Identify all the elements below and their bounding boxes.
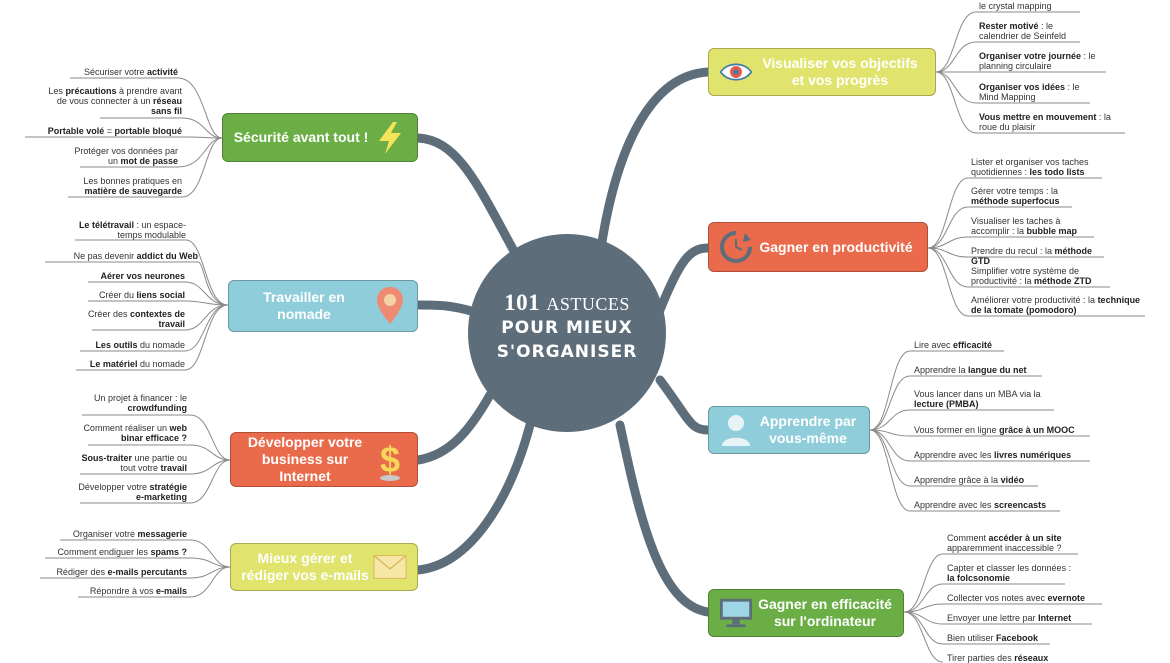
- leaf-productivite-2[interactable]: Gérer votre temps : la méthode superfocu…: [971, 186, 1060, 206]
- topic-nomade-label: Travailler en nomade: [263, 289, 345, 322]
- leaf-apprendre-6[interactable]: Apprendre grâce à la vidéo: [914, 475, 1025, 485]
- svg-text:$: $: [380, 439, 400, 480]
- leaf-objectifs-1[interactable]: le crystal mapping: [979, 1, 1052, 11]
- leaf-productivite-1[interactable]: Lister et organiser vos taches quotidien…: [971, 157, 1089, 177]
- leaf-productivite-3[interactable]: Visualiser les taches à accomplir : la b…: [971, 216, 1078, 236]
- topic-productivite-label: Gagner en productivité: [759, 238, 913, 255]
- leaf-business-4[interactable]: Développer votre stratégie e-marketing: [78, 482, 187, 502]
- leaf-objectifs-3[interactable]: Organiser votre journée : le planning ci…: [979, 51, 1096, 71]
- leaf-ordinateur-4[interactable]: Envoyer une lettre par Internet: [947, 613, 1072, 623]
- leaf-business-2[interactable]: Comment réaliser un web binar efficace ?: [83, 423, 187, 443]
- lightning-icon: [373, 121, 407, 155]
- leaf-objectifs-4[interactable]: Organiser vos idées : le Mind Mapping: [979, 82, 1080, 102]
- center-line3: S'ORGANISER: [496, 342, 638, 362]
- leaf-ordinateur-6[interactable]: Tirer parties des réseaux: [947, 653, 1049, 663]
- leaf-apprendre-2[interactable]: Apprendre la langue du net: [914, 365, 1027, 375]
- leaf-nomade-1[interactable]: Le télétravail : un espace-temps modulab…: [78, 220, 186, 240]
- topic-objectifs-label1: Visualiser vos objectifs: [762, 55, 918, 71]
- leaf-securite-3[interactable]: Portable volé = portable bloqué: [47, 126, 182, 136]
- topic-securite[interactable]: Sécurité avant tout !: [222, 113, 418, 162]
- leaf-nomade-4[interactable]: Créer du liens social: [98, 290, 185, 300]
- center-number: 101: [504, 290, 541, 315]
- leaf-apprendre-4[interactable]: Vous former en ligne grâce à un MOOC: [914, 425, 1075, 435]
- topic-apprendre-label1: Apprendre par: [759, 413, 857, 429]
- leaf-productivite-4[interactable]: Prendre du recul : la méthode GTD: [971, 246, 1093, 266]
- user-icon: [719, 413, 753, 447]
- leaf-nomade-5[interactable]: Créer des contextes de travail: [87, 309, 185, 329]
- leaf-nomade-3[interactable]: Aérer vos neurones: [100, 271, 185, 281]
- leaf-ordinateur-5[interactable]: Bien utiliser Facebook: [947, 633, 1039, 643]
- leaf-business-1[interactable]: Un projet à financer : le crowdfunding: [93, 393, 187, 413]
- topic-apprendre-label2: vous-même: [769, 430, 847, 446]
- leaf-ordinateur-2[interactable]: Capter et classer les données : la folcs…: [947, 563, 1072, 583]
- topic-ordinateur-label1: Gagner en efficacité: [758, 596, 892, 612]
- central-topic: 101 ASTUCES POUR MIEUX S'ORGANISER: [468, 234, 666, 432]
- center-word: ASTUCES: [546, 294, 630, 314]
- topic-emails-label1: Mieux gérer et: [257, 550, 353, 566]
- leaf-nomade-2[interactable]: Ne pas devenir addict du Web: [73, 251, 198, 261]
- topic-business-label1: Développer votre: [247, 434, 363, 450]
- topic-ordinateur-label2: sur l'ordinateur: [773, 613, 877, 629]
- leaf-ordinateur-1[interactable]: Comment accéder à un site apparemment in…: [947, 533, 1062, 553]
- leaf-objectifs-5[interactable]: Vous mettre en mouvement : la roue du pl…: [979, 112, 1111, 132]
- leaf-emails-3[interactable]: Rédiger des e-mails percutants: [56, 567, 187, 577]
- leaf-securite-2[interactable]: Les précautions à prendre avant de vous …: [48, 86, 182, 116]
- monitor-icon: [719, 596, 753, 630]
- leaf-nomade-6[interactable]: Les outils du nomade: [95, 340, 185, 350]
- leaf-emails-1[interactable]: Organiser votre messagerie: [72, 529, 187, 539]
- leaf-productivite-5[interactable]: Simplifier votre système de productivité…: [971, 266, 1092, 286]
- center-line2: POUR MIEUX: [501, 318, 633, 338]
- leaf-emails-4[interactable]: Répondre à vos e-mails: [89, 586, 187, 596]
- topic-nomade[interactable]: Travailler en nomade: [228, 280, 418, 332]
- eye-icon: [719, 55, 753, 89]
- leaf-objectifs-2[interactable]: Rester motivé : le calendrier de Seinfel…: [979, 21, 1067, 41]
- leaf-ordinateur-3[interactable]: Collecter vos notes avec evernote: [947, 593, 1086, 603]
- clock-icon: [719, 230, 753, 264]
- leaf-apprendre-7[interactable]: Apprendre avec les screencasts: [914, 500, 1047, 510]
- leaf-apprendre-5[interactable]: Apprendre avec les livres numériques: [914, 450, 1072, 460]
- leaf-emails-2[interactable]: Comment endiguer les spams ?: [57, 547, 187, 557]
- topic-business-label2: business sur Internet: [261, 451, 349, 484]
- topic-emails-label2: rédiger vos e-mails: [241, 567, 369, 583]
- leaf-business-3[interactable]: Sous-traiter une partie ou tout votre tr…: [81, 453, 187, 473]
- leaf-securite-4[interactable]: Protéger vos données par un mot de passe: [74, 146, 178, 166]
- leaf-nomade-7[interactable]: Le matériel du nomade: [89, 359, 185, 369]
- leaf-securite-1[interactable]: Sécuriser votre activité: [83, 67, 178, 77]
- leaf-apprendre-1[interactable]: Lire avec efficacité: [914, 340, 993, 350]
- topic-objectifs-label2: et vos progrès: [791, 72, 889, 88]
- envelope-icon: [373, 550, 407, 584]
- topic-securite-label: Sécurité avant tout !: [233, 129, 369, 145]
- leaf-securite-5[interactable]: Les bonnes pratiques en matière de sauve…: [83, 176, 182, 196]
- dollar-icon: $: [373, 439, 407, 481]
- topic-productivite[interactable]: Gagner en productivité: [708, 222, 928, 272]
- map-pin-icon: [373, 287, 407, 324]
- leaf-apprendre-3[interactable]: Vous lancer dans un MBA via la lecture (…: [914, 389, 1041, 409]
- leaf-productivite-6[interactable]: Améliorer votre productivité : la techni…: [971, 295, 1141, 315]
